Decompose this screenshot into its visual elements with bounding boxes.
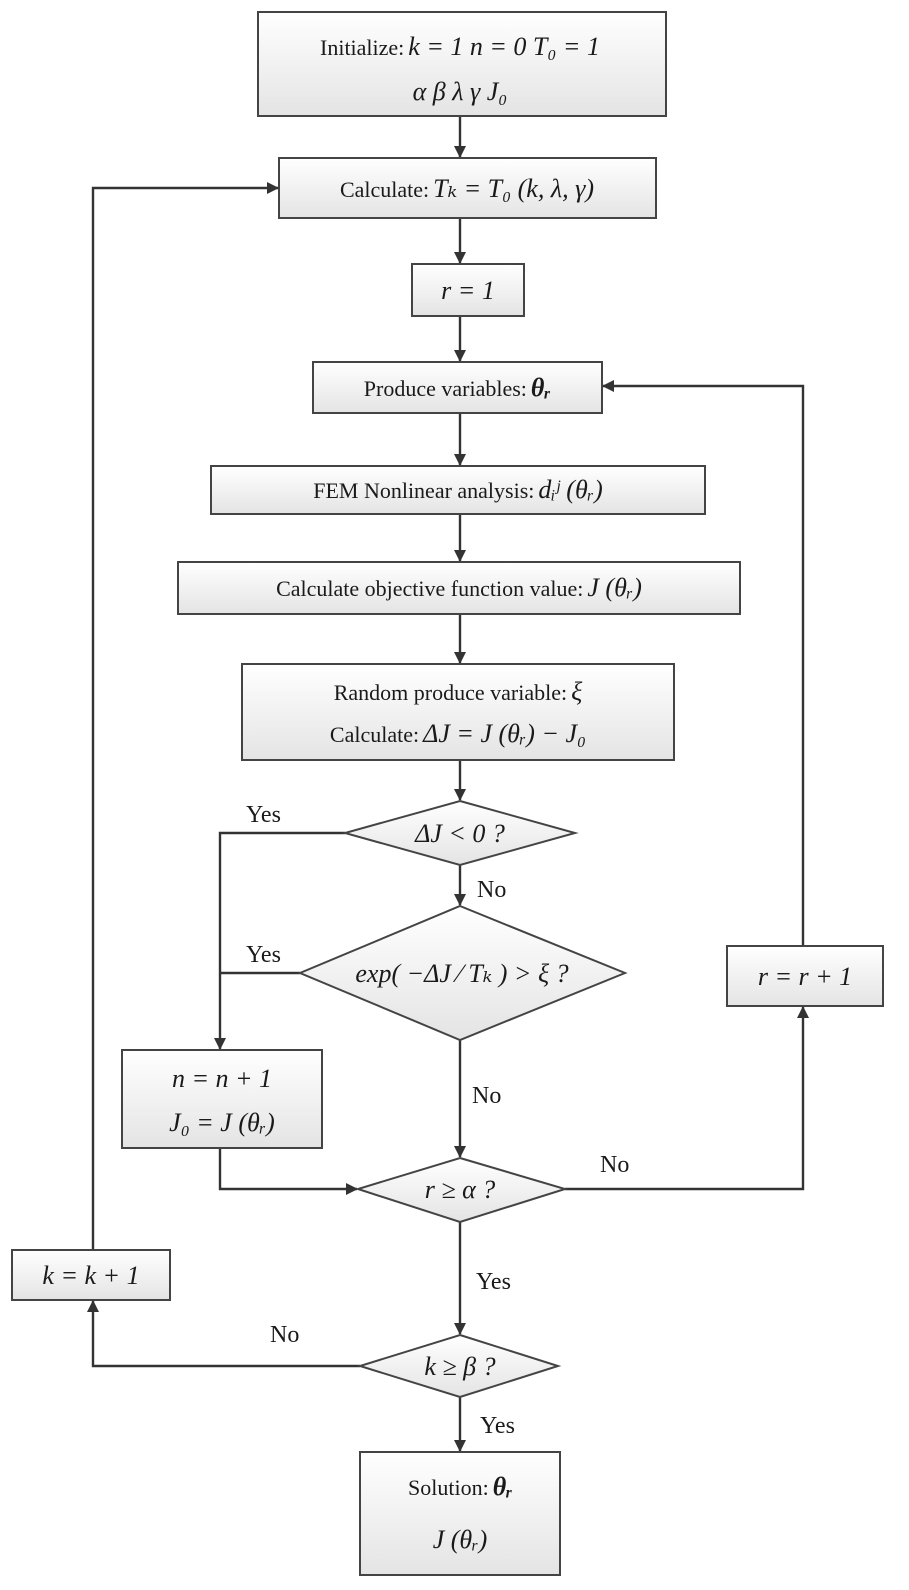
svg-text:Calculate: Tₖ = T₀ (k, λ, γ): Calculate: Tₖ = T₀ (k, λ, γ): [340, 174, 594, 203]
fem-label: FEM Nonlinear analysis:: [313, 478, 534, 503]
dec-exp-math: exp( −ΔJ ⁄ Tₖ ) > ξ ?: [355, 959, 568, 988]
node-r-init: r = 1: [411, 263, 525, 317]
produce-math: θᵣ: [531, 373, 550, 402]
k-inc-math: k = k + 1: [42, 1261, 139, 1290]
dec-dj-math: ΔJ < 0 ?: [414, 819, 505, 848]
produce-label: Produce variables:: [364, 376, 527, 401]
svg-text:FEM Nonlinear analysis: dᵢʲ (θ: FEM Nonlinear analysis: dᵢʲ (θᵣ): [313, 475, 603, 504]
r-init-math: r = 1: [441, 276, 495, 305]
arrow-dj-yes: [214, 831, 345, 1050]
accept-math-1: n = n + 1: [172, 1064, 272, 1093]
fem-math: dᵢʲ (θᵣ): [538, 475, 602, 504]
svg-text:Solution: θᵣ: Solution: θᵣ: [408, 1472, 512, 1501]
node-fem-analysis: FEM Nonlinear analysis: dᵢʲ (θᵣ): [210, 465, 706, 515]
node-random-calculate: Random produce variable: ξ Calculate: ΔJ…: [241, 663, 675, 761]
solution-math-1: θᵣ: [493, 1472, 512, 1501]
decision-exp: exp( −ΔJ ⁄ Tₖ ) > ξ ?: [297, 904, 628, 1042]
node-calculate-temperature: Calculate: Tₖ = T₀ (k, λ, γ): [278, 157, 657, 219]
r-inc-math: r = r + 1: [758, 962, 852, 991]
svg-text:Calculate objective function v: Calculate objective function value: J (θ…: [276, 573, 642, 602]
connectors: [87, 116, 809, 1452]
arrow-kinc-to-calc: [91, 182, 279, 1250]
label-dj-no: No: [477, 877, 506, 903]
init-label: Initialize:: [320, 35, 404, 60]
decision-r: r ≥ α ?: [354, 1156, 569, 1224]
solution-label: Solution:: [408, 1475, 489, 1500]
node-solution: Solution: θᵣ J (θᵣ): [359, 1451, 561, 1576]
label-exp-yes: Yes: [246, 942, 281, 968]
node-r-increment: r = r + 1: [726, 945, 884, 1007]
label-r-no: No: [600, 1152, 629, 1178]
node-initialize: Initialize: k = 1 n = 0 T₀ = 1 α β λ γ J…: [257, 11, 667, 117]
svg-text:Calculate: ΔJ = J (θᵣ) − J₀: Calculate: ΔJ = J (θᵣ) − J₀: [330, 719, 586, 748]
arrow-accept-to-r: [218, 1148, 358, 1195]
objective-math: J (θᵣ): [587, 573, 642, 602]
label-k-no: No: [270, 1322, 299, 1348]
label-dj-yes: Yes: [246, 802, 281, 828]
accept-math-2: J₀ = J (θᵣ): [169, 1108, 275, 1137]
dec-r-math: r ≥ α ?: [425, 1175, 496, 1204]
decision-delta-j: ΔJ < 0 ?: [341, 799, 579, 867]
random-math: ξ: [571, 677, 583, 706]
delta-label: Calculate:: [330, 722, 419, 747]
arrow-rinc-to-produce: [602, 380, 805, 946]
label-exp-no: No: [472, 1083, 501, 1109]
node-k-increment: k = k + 1: [11, 1249, 171, 1301]
objective-label: Calculate objective function value:: [276, 576, 583, 601]
arrow-r-no: [565, 1006, 809, 1191]
init-math-2: α β λ γ J₀: [413, 77, 508, 106]
init-math-1: k = 1 n = 0 T₀ = 1: [408, 32, 600, 61]
svg-text:Produce variables: θᵣ: Produce variables: θᵣ: [364, 373, 551, 402]
svg-text:Random produce variable: ξ: Random produce variable: ξ: [334, 677, 583, 706]
delta-math: ΔJ = J (θᵣ) − J₀: [422, 719, 586, 748]
decision-k: k ≥ β ?: [356, 1333, 562, 1399]
node-produce-variables: Produce variables: θᵣ: [312, 361, 603, 414]
svg-text:Initialize: k = 1 n = 0 T₀ =: Initialize: k = 1 n = 0 T₀ = 1: [320, 32, 600, 61]
dec-k-math: k ≥ β ?: [424, 1352, 495, 1381]
random-label: Random produce variable:: [334, 680, 567, 705]
label-k-yes: Yes: [480, 1413, 515, 1439]
node-objective-value: Calculate objective function value: J (θ…: [177, 561, 741, 615]
node-accept: n = n + 1 J₀ = J (θᵣ): [121, 1049, 323, 1149]
label-r-yes: Yes: [476, 1269, 511, 1295]
edge-labels: Yes No Yes No No Yes No Yes: [246, 802, 629, 1439]
arrow-k-no: [87, 1300, 360, 1368]
calc-t-math: Tₖ = T₀ (k, λ, γ): [433, 174, 594, 203]
calc-t-label: Calculate:: [340, 177, 429, 202]
solution-math-2: J (θᵣ): [433, 1525, 488, 1554]
